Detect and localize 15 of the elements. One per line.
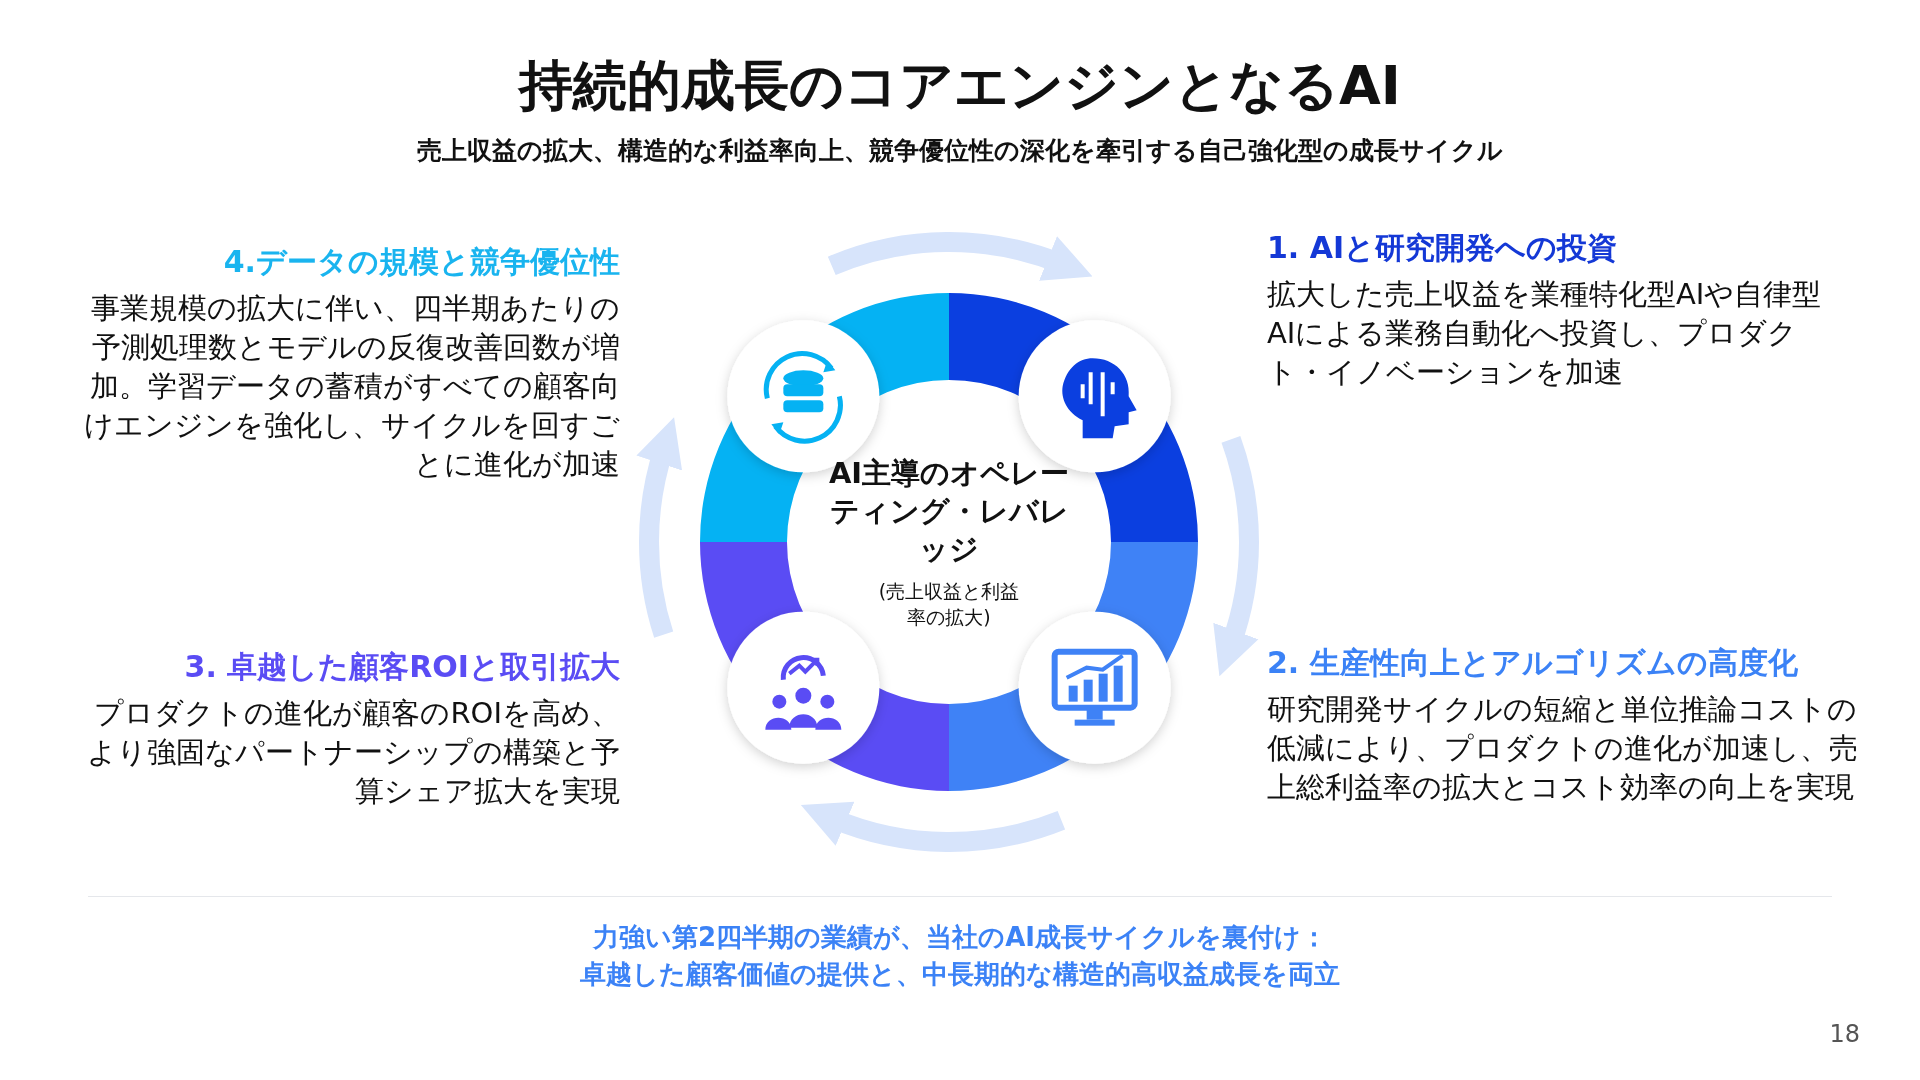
section-heading: 3. 卓越した顧客ROIと取引拡大 (183, 648, 620, 686)
summary-text: 力強い第2四半期の業績が、当社のAI成長サイクルを裏付け： (591, 921, 1328, 954)
summary-text: 卓越した顧客価値の提供と、中長期的な構造的高収益成長を両立 (579, 958, 1341, 991)
title: 持続的成長のコアエンジンとなるAI (516, 53, 1402, 119)
section-heading: 1. AIと研究開発への投資 (1267, 229, 1619, 267)
description-text: 拡大した売上収益を業種特化型AIや自律型AIによる業務自動化へ投資し、プロダクト・イノベーションを加速 (1267, 276, 1823, 391)
description-text: プロダクトの進化が顧客のROIを高め、より強固なパートナーシップの構築と予算シェア拡大を実現 (86, 695, 620, 810)
section-heading: 2. 生産性向上とアルゴリズムの高度化 (1267, 644, 1799, 682)
center-heading: AI主導のオペレーティング・レバレッジ (827, 455, 1071, 568)
center-subtext: (売上収益と利益率の拡大) (877, 579, 1021, 630)
description-text: 事業規模の拡大に伴い、四半期あたりの予測処理数とモデルの反復改善回数が増加。学習データの蓄積がすべての顧客向けエンジンを強化し、サイクルを回すごとに進化が加速 (83, 290, 620, 483)
subtitle: 売上収益の拡大、構造的な利益率向上、競争優位性の深化を牽引する自己強化型の成長サイクル (416, 135, 1504, 167)
section-heading: 4.データの規模と競争優位性 (222, 243, 620, 281)
description-text: 研究開発サイクルの短縮と単位推論コストの低減により、プロダクトの進化が加速し、売上総利益率の拡大とコスト効率の向上を実現 (1267, 691, 1859, 806)
page-number: 18 (1828, 1020, 1860, 1048)
